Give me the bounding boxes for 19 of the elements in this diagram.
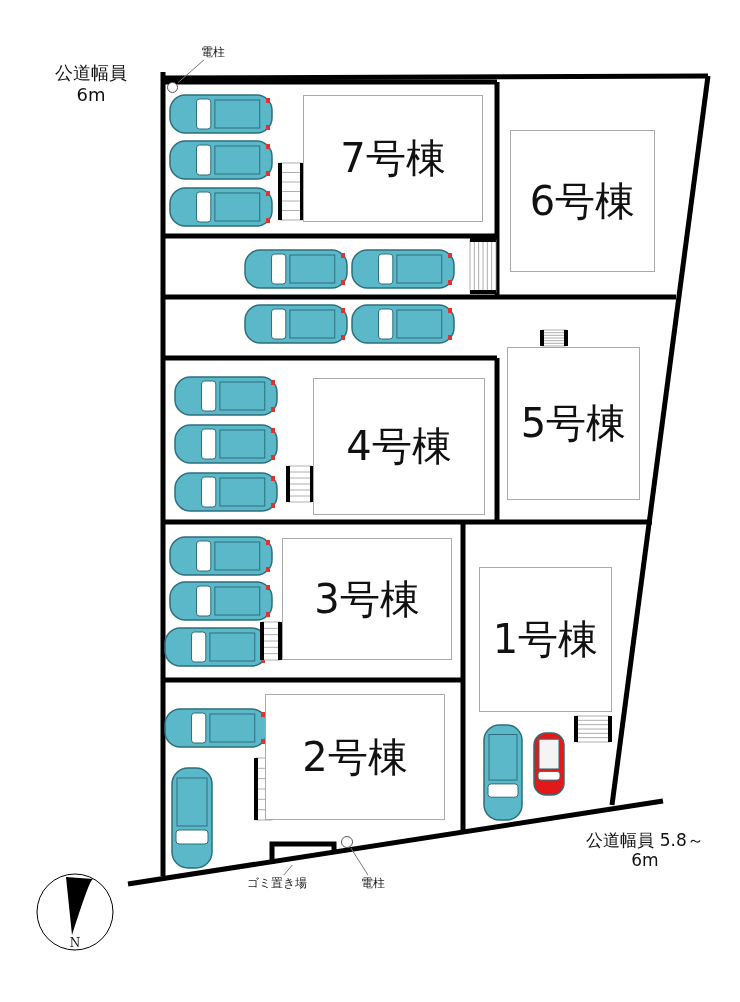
road-width-label: 公道幅員 5.8～6m [585, 830, 705, 871]
building-footprint: 6号棟 [510, 130, 655, 272]
callout-text: ゴミ置き場 [244, 875, 310, 891]
road-width-label: 公道幅員 6m [54, 62, 128, 106]
north-label: N [68, 936, 82, 951]
leader-line [350, 847, 369, 876]
building-footprint: 3号棟 [282, 538, 452, 660]
callout-text: 電柱 [198, 44, 228, 60]
garbage-area-outline [268, 840, 338, 865]
utility-pole-symbol [167, 82, 178, 93]
building-footprint: 1号棟 [479, 567, 612, 712]
building-footprint: 5号棟 [507, 347, 640, 500]
utility-pole-symbol [341, 836, 353, 848]
leader-line [283, 864, 293, 876]
building-footprint: 2号棟 [265, 694, 445, 820]
callout-text: 電柱 [358, 875, 388, 891]
building-footprint: 4号棟 [313, 378, 485, 515]
building-footprint: 7号棟 [303, 95, 483, 222]
leader-line [177, 59, 205, 84]
